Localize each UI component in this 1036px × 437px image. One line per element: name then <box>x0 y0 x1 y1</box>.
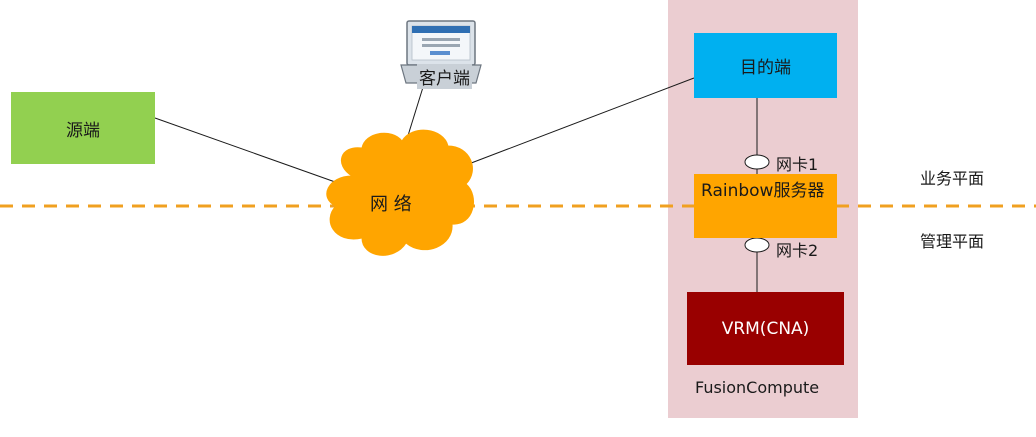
link-source-network <box>154 117 339 184</box>
vrm-node: VRM(CNA) <box>687 292 844 365</box>
client-label: 客户端 <box>417 64 472 89</box>
link-network-destination <box>465 77 695 166</box>
rainbow-server-label: Rainbow服务器 <box>701 181 825 201</box>
nic1-label: 网卡1 <box>776 155 819 174</box>
nic2-icon <box>744 237 770 253</box>
nic2-label: 网卡2 <box>776 241 819 260</box>
network-label: 网 络 <box>370 194 412 215</box>
link-client-network <box>405 83 425 143</box>
destination-label: 目的端 <box>740 58 791 78</box>
cloud-icon <box>326 129 474 256</box>
destination-node: 目的端 <box>694 33 837 98</box>
rainbow-server-node: Rainbow服务器 <box>694 174 837 238</box>
source-node: 源端 <box>11 92 155 164</box>
management-plane-label: 管理平面 <box>920 232 985 251</box>
fusioncompute-label: FusionCompute <box>695 378 820 397</box>
business-plane-label: 业务平面 <box>920 169 985 188</box>
nic1-icon <box>744 154 770 170</box>
vrm-label: VRM(CNA) <box>721 318 810 339</box>
source-label: 源端 <box>66 120 100 141</box>
